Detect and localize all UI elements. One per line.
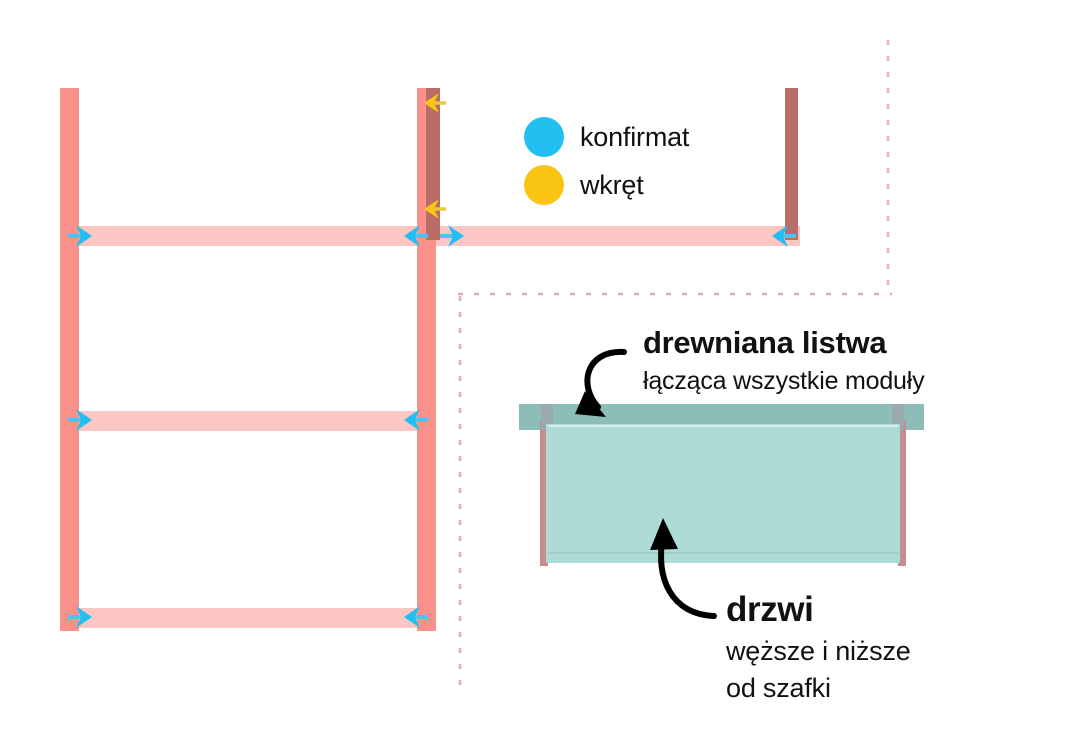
konfirmat-right-top-shelf-icon xyxy=(772,225,796,247)
konfirmat-right-middle-shelf-icon xyxy=(404,409,428,431)
wkret-arrows xyxy=(424,93,446,219)
konfirmat-dot xyxy=(524,117,564,157)
listwa-callout-arrowhead xyxy=(575,391,606,417)
wkret-listwa-bottom-icon xyxy=(424,199,446,219)
annotation-drzwi-title: drzwi xyxy=(726,590,814,629)
wkret-listwa-top-icon xyxy=(424,93,446,113)
door-panel xyxy=(546,424,900,563)
konfirmat-arrows xyxy=(68,225,796,628)
annotation-listwa-subtitle: łącząca wszystkie moduły xyxy=(643,367,925,395)
listwa-bars xyxy=(426,88,798,240)
drzwi-callout-arrowhead xyxy=(650,518,678,550)
annotation-drzwi-subtitle-line1: węższe i niższe xyxy=(726,636,911,666)
guide-lines xyxy=(458,40,892,692)
konfirmat-mid-left-top-shelf-icon xyxy=(404,225,428,247)
middle-shelf xyxy=(60,411,436,431)
listwa-bar-right xyxy=(785,88,798,240)
right-carcass-band xyxy=(892,404,904,430)
left-side-panel xyxy=(540,420,548,566)
left-post xyxy=(60,88,79,631)
legend-label-konfirmat: konfirmat xyxy=(580,122,690,152)
konfirmat-left-bottom-shelf-icon xyxy=(68,606,92,628)
right-side-panel xyxy=(898,420,906,566)
annotation-drzwi-subtitle-line2: od szafki xyxy=(726,673,831,703)
konfirmat-left-top-shelf-icon xyxy=(68,225,92,247)
left-carcass-band xyxy=(541,404,553,430)
cabinet-door-assembly xyxy=(519,404,924,566)
wkret-dot xyxy=(524,165,564,205)
konfirmat-mid-right-top-shelf-icon xyxy=(440,225,464,247)
listwa-callout-arrow xyxy=(584,348,627,410)
konfirmat-right-bottom-shelf-icon xyxy=(404,606,428,628)
annotation-listwa-title: drewniana listwa xyxy=(643,325,887,360)
annotation-arrows xyxy=(575,348,717,619)
legend-swatches xyxy=(524,117,564,205)
konfirmat-left-middle-shelf-icon xyxy=(68,409,92,431)
bottom-shelf xyxy=(60,608,436,628)
legend-label-wkret: wkręt xyxy=(580,170,644,200)
